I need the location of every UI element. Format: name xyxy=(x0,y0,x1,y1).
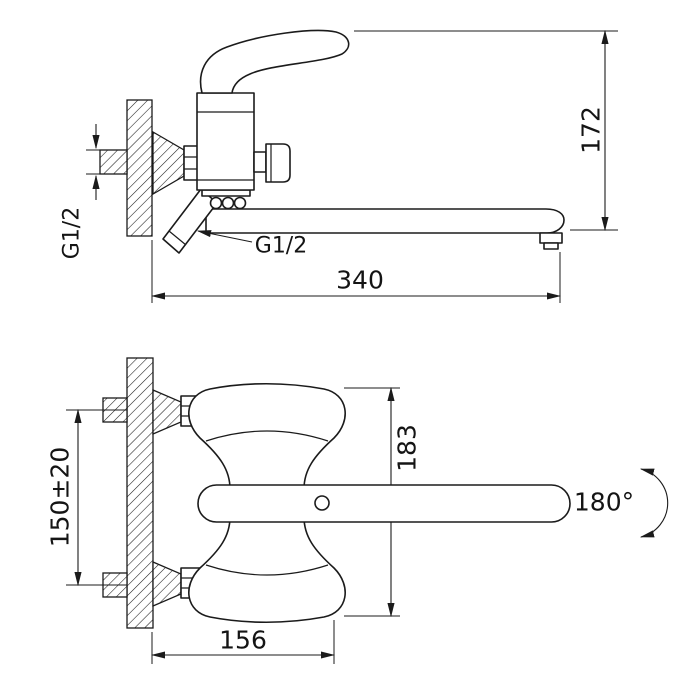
knurl-ball xyxy=(209,196,223,210)
shower-outlet-fitting-line xyxy=(168,230,187,246)
diverter-neck xyxy=(253,151,267,173)
dim-overall-height-label: 183 xyxy=(393,424,422,472)
dimension-156: 156 xyxy=(150,620,336,664)
body-cap-curve-bottom xyxy=(205,564,329,576)
body-cap-curve-top xyxy=(205,430,329,442)
thread-spout-label: G1/2 xyxy=(255,234,307,259)
shower-outlet xyxy=(162,188,218,254)
inlet-pipe-section xyxy=(99,149,128,175)
body-housing xyxy=(196,92,255,191)
thread-label-inlet: G1/2 xyxy=(60,124,124,259)
eccentric-connector-side xyxy=(152,130,185,196)
dimension-172: 172 xyxy=(354,29,618,232)
side-view: 172 340 G1/2 G1/2 xyxy=(60,29,618,303)
swivel-nut xyxy=(201,189,251,210)
swivel-flange xyxy=(201,189,251,197)
diverter-cap xyxy=(265,143,291,183)
knurl-ball xyxy=(233,196,247,210)
faucet-body-side xyxy=(196,92,255,191)
spout xyxy=(205,208,565,234)
handle-lever-front xyxy=(197,484,571,523)
dim-mount-spacing-label: 150±20 xyxy=(46,447,75,547)
diverter-knob xyxy=(253,143,291,183)
eccentric-connector-bottom xyxy=(152,561,182,607)
handle-lever-side xyxy=(199,29,350,94)
thread-label-spout: G1/2 xyxy=(196,230,307,259)
dimension-340: 340 xyxy=(150,240,562,303)
rotation-arrow-arc xyxy=(639,468,669,538)
rotation-annotation: 180° xyxy=(574,468,669,538)
dimension-183: 183 xyxy=(344,386,422,618)
dim-length-label: 340 xyxy=(336,266,384,295)
thread-inlet-label: G1/2 xyxy=(60,207,85,259)
lever-bar xyxy=(197,484,571,523)
dim-height-label: 172 xyxy=(577,106,606,154)
eccentric-connector-top xyxy=(152,389,182,435)
handle-rotation-label: 180° xyxy=(574,488,634,517)
front-view: 183 150±20 156 180° xyxy=(46,357,669,664)
wall-cross-section-front xyxy=(126,357,154,629)
wall-cross-section-side xyxy=(126,99,153,237)
lever-pivot xyxy=(314,495,330,511)
aerator-housing xyxy=(539,232,563,244)
aerator-tip xyxy=(543,242,559,250)
aerator xyxy=(539,232,563,250)
knurl-ball xyxy=(221,196,235,210)
leader-line xyxy=(196,230,253,243)
dim-depth-label: 156 xyxy=(219,626,267,655)
dimension-150: 150±20 xyxy=(46,408,127,587)
